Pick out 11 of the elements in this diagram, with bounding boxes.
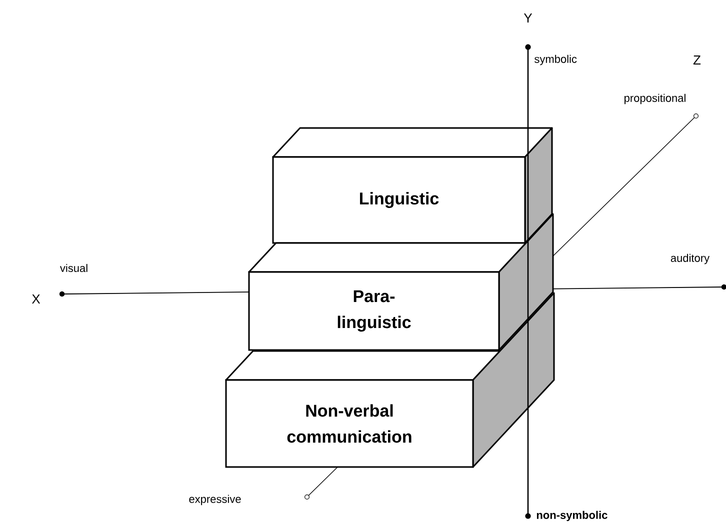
axis-label: X <box>32 294 40 304</box>
block-drawing: Para- linguistic <box>248 213 554 351</box>
axis-label: non-symbolic <box>536 510 608 522</box>
axis-label: Y <box>524 14 532 22</box>
block-drawing: Linguistic <box>272 127 553 244</box>
axis-label: auditory <box>670 254 710 264</box>
axis-label: visual <box>60 264 88 272</box>
axis-label: symbolic <box>534 54 577 66</box>
axis-label: expressive <box>189 494 241 506</box>
axis-label: propositional <box>624 94 686 104</box>
axis-label: Z <box>693 56 701 64</box>
